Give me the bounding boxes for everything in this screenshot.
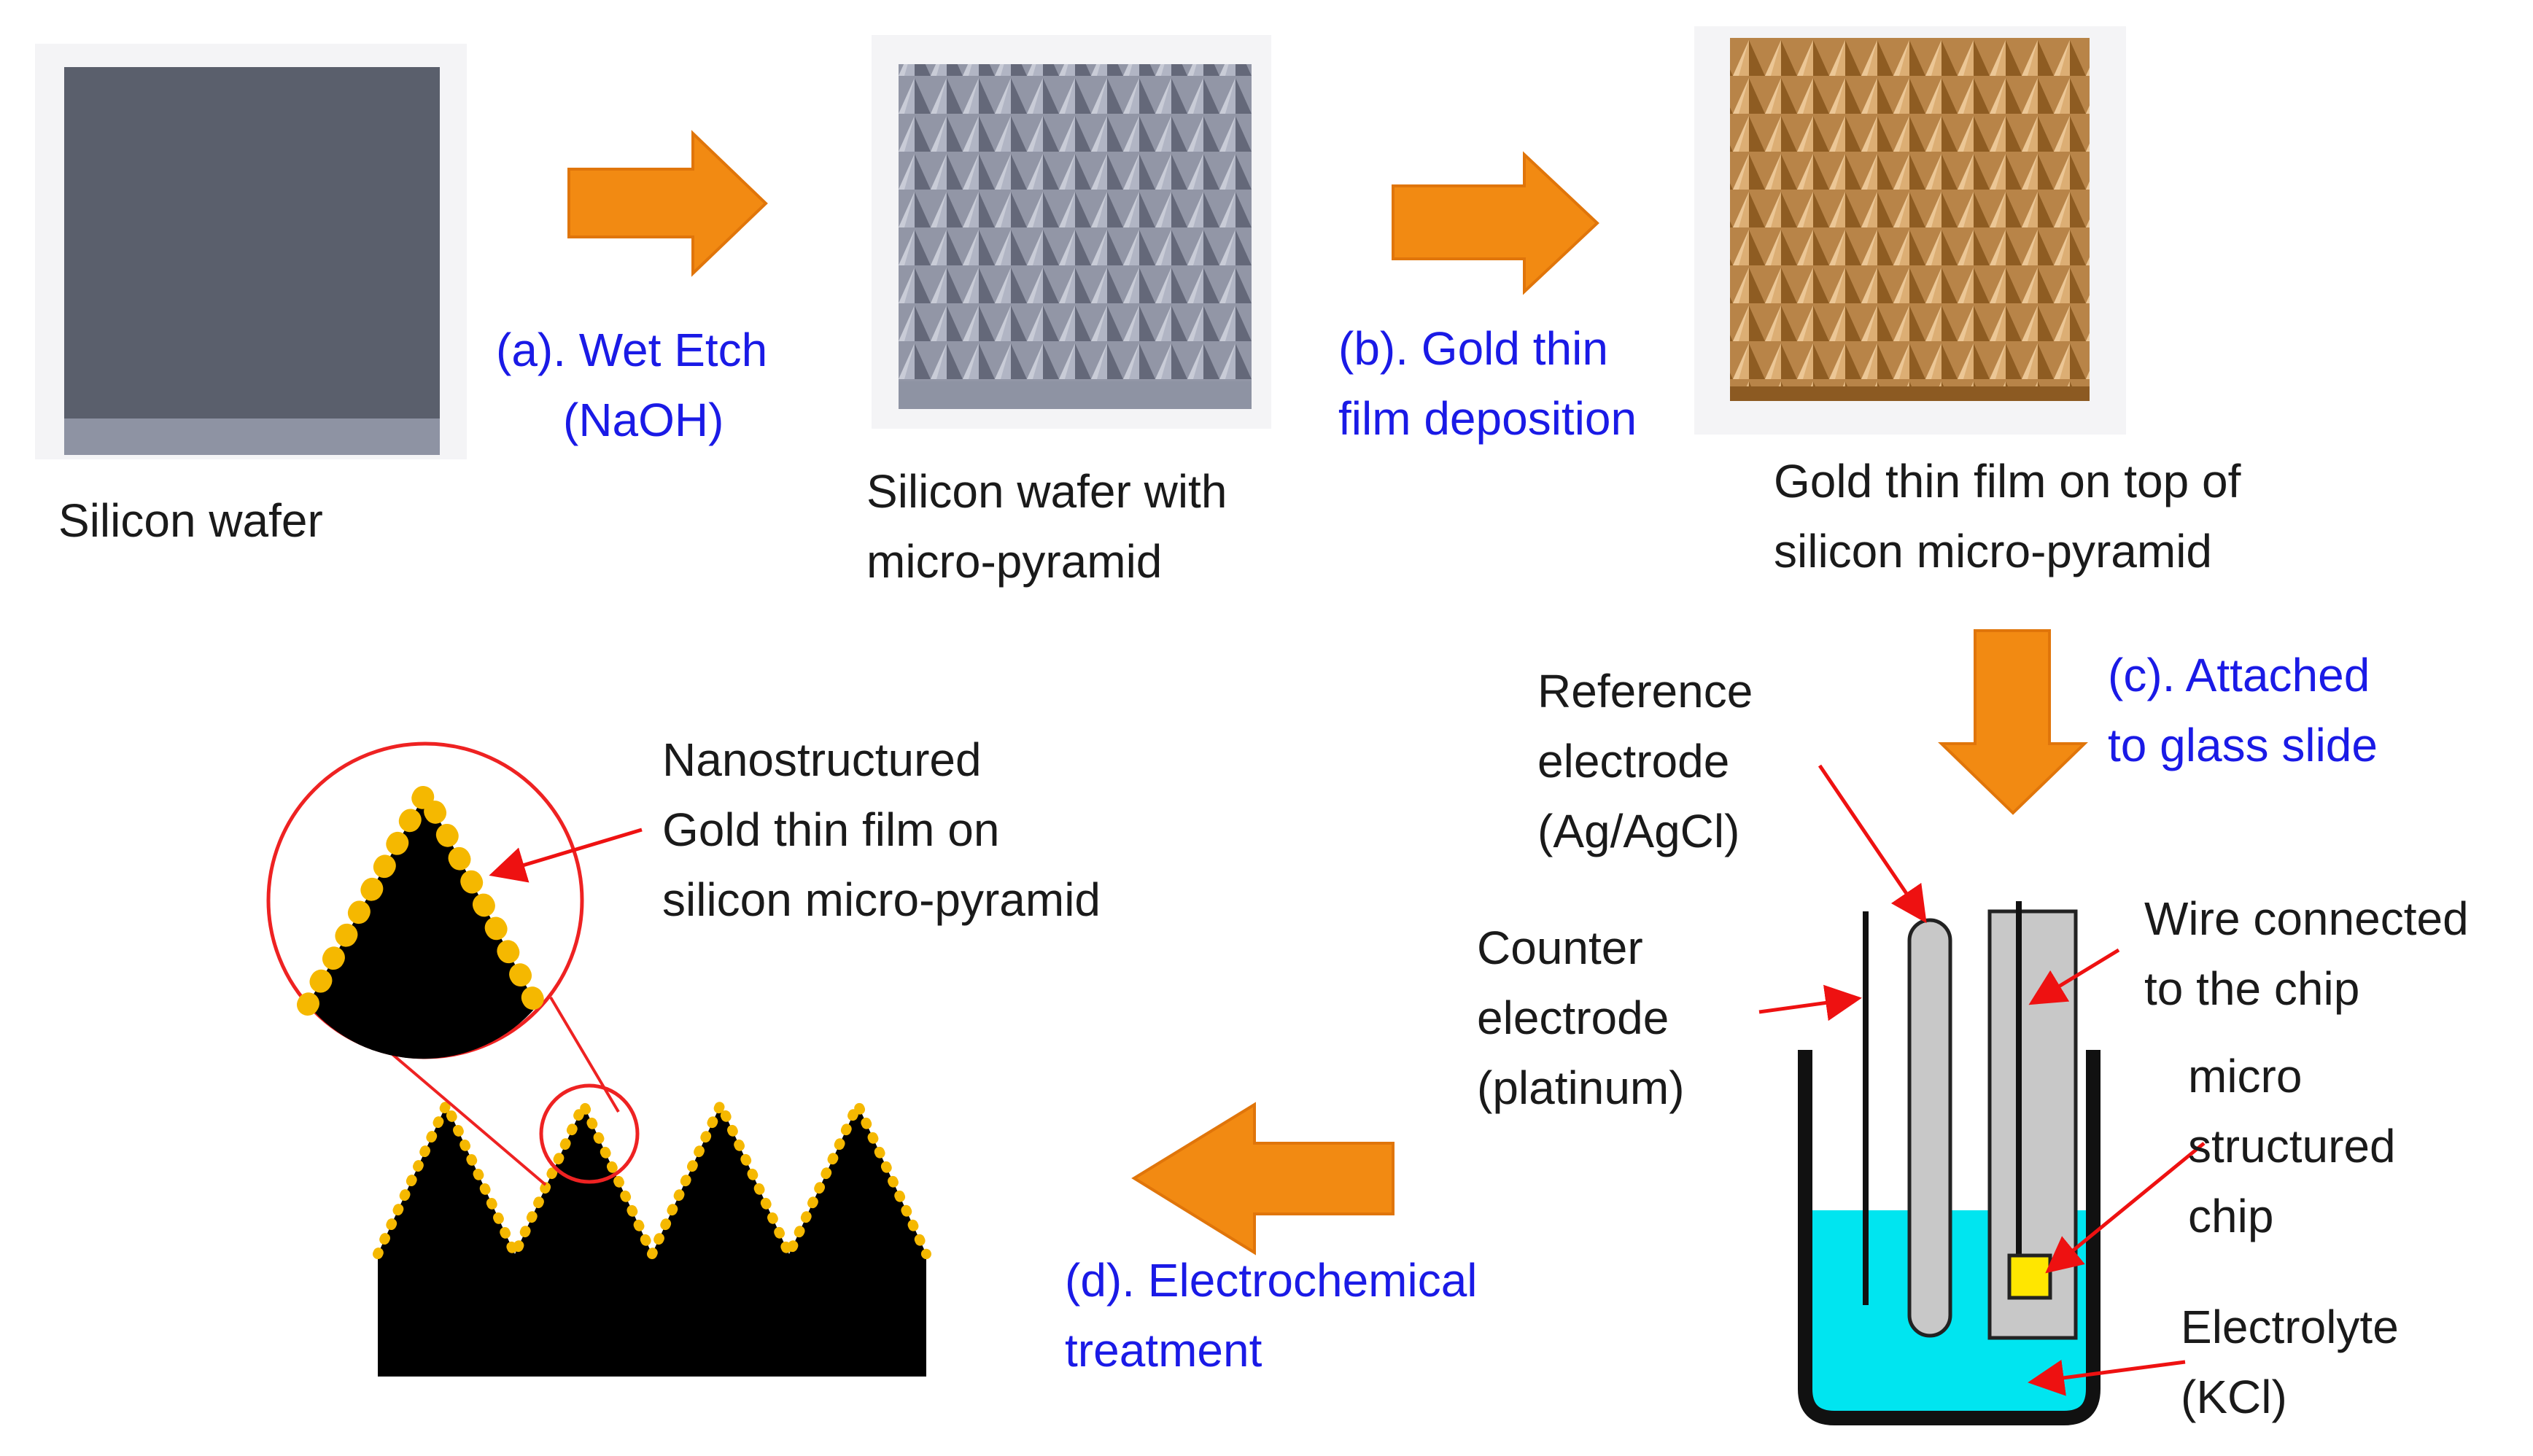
red-pointer-arrow-icon: [2028, 1360, 2186, 1396]
orange-block-arrow-icon: [1131, 1102, 1394, 1255]
pyramid-cross-section: [373, 1099, 931, 1377]
counter-line-2: electrode: [1477, 992, 1669, 1044]
electrochemical-cell: [1798, 901, 2101, 1425]
zoom-inset: [266, 741, 640, 1186]
step-a-line-1: (a). Wet Etch: [496, 324, 768, 376]
step-c-line-2: to glass slide: [2108, 719, 2378, 771]
wafer-pyramid-line-2: micro-pyramid: [866, 535, 1163, 588]
counter-line-1: Counter: [1477, 922, 1643, 974]
gold-wafer-edge: [1730, 386, 2090, 401]
red-pointer-arrow-icon: [2045, 1142, 2206, 1274]
step-d-line-2: treatment: [1065, 1324, 1262, 1377]
label-step-d: (d). Electrochemical treatment: [1065, 1245, 1478, 1385]
red-pointer-arrow-icon: [489, 828, 643, 883]
orange-block-arrow-icon: [1938, 629, 2088, 815]
label-silicon-wafer: Silicon wafer: [58, 494, 323, 547]
step-a-line-2: (NaOH): [563, 394, 724, 446]
label-wafer-pyramid: Silicon wafer with micro-pyramid: [866, 456, 1227, 596]
orange-block-arrow-icon: [1392, 151, 1599, 295]
red-pointer-arrow-icon: [1758, 984, 1862, 1021]
micro-chip-line-3: chip: [2188, 1190, 2274, 1242]
wire-line-2: to the chip: [2144, 962, 2360, 1015]
step-d-line-1: (d). Electrochemical: [1065, 1254, 1478, 1307]
gold-film-line-2: silicon micro-pyramid: [1774, 525, 2212, 577]
step-b-line-1: (b). Gold thin: [1338, 322, 1608, 375]
nano-line-1: Nanostructured: [662, 733, 982, 786]
wafer-top-face: [64, 67, 440, 418]
magnified-pyramid-tip: [308, 793, 537, 1059]
zoom-source-circle: [539, 1083, 640, 1184]
micro-pyramid-wafer-image: [872, 35, 1271, 429]
nano-line-3: silicon micro-pyramid: [662, 873, 1101, 926]
gold-thin-film-coating: [373, 1099, 931, 1259]
step-c-line-1: (c). Attached: [2108, 649, 2370, 701]
reference-electrode: [1907, 918, 1952, 1338]
step-b-line-2: film deposition: [1338, 392, 1637, 445]
reference-line-2: electrode: [1537, 735, 1730, 787]
wafer-edge: [899, 381, 1252, 409]
wire-line-1: Wire connected: [2144, 892, 2469, 945]
silicon-pyramid-profile: [378, 1105, 926, 1377]
reference-line-3: (Ag/AgCl): [1537, 805, 1740, 857]
pyramid-array: [899, 64, 1252, 381]
nano-line-2: Gold thin film on: [662, 803, 1000, 856]
label-step-a: (a). Wet Etch (NaOH): [496, 315, 767, 455]
zoom-connector-line: [549, 996, 620, 1113]
silicon-wafer-image: [35, 44, 467, 459]
wafer-edge: [64, 418, 440, 455]
red-pointer-arrow-icon: [1818, 764, 1927, 924]
counter-line-3: (platinum): [1477, 1062, 1685, 1114]
label-electrolyte: Electrolyte (KCl): [2181, 1292, 2399, 1432]
gold-pyramid-wafer-image: [1694, 26, 2126, 435]
label-micro-chip: micro structured chip: [2188, 1041, 2396, 1251]
wafer-pyramid-line-1: Silicon wafer with: [866, 465, 1227, 518]
label-step-c: (c). Attached to glass slide: [2108, 640, 2378, 780]
label-wire-connected: Wire connected to the chip: [2144, 884, 2469, 1024]
label-reference-electrode: Reference electrode (Ag/AgCl): [1537, 656, 1753, 866]
micro-chip-line-2: structured: [2188, 1120, 2396, 1172]
label-gold-film: Gold thin film on top of silicon micro-p…: [1774, 446, 2241, 586]
beaker: [1798, 1050, 2101, 1425]
red-pointer-arrow-icon: [2028, 948, 2120, 1005]
label-step-b: (b). Gold thin film deposition: [1338, 314, 1637, 453]
micro-chip-line-1: micro: [2188, 1050, 2303, 1102]
electrolyte-line-1: Electrolyte: [2181, 1301, 2399, 1353]
reference-line-1: Reference: [1537, 665, 1753, 717]
pointer-arrows-cell: [1758, 764, 2206, 1396]
electrolyte-line-2: (KCl): [2181, 1371, 2287, 1423]
orange-block-arrow-icon: [567, 130, 768, 277]
label-nanostructured: Nanostructured Gold thin film on silicon…: [662, 725, 1101, 935]
label-counter-electrode: Counter electrode (platinum): [1477, 913, 1685, 1123]
magnified-gold-nanoparticles: [297, 782, 548, 1017]
gold-pyramid-array: [1730, 38, 2090, 386]
micro-structured-chip: [2007, 1253, 2052, 1300]
gold-film-line-1: Gold thin film on top of: [1774, 455, 2241, 507]
